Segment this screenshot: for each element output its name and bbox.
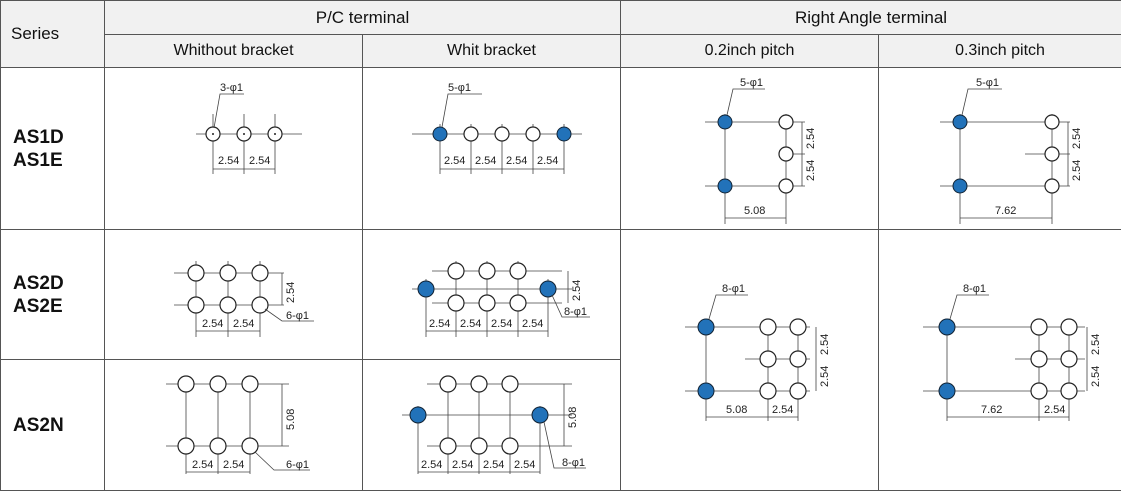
series-label: AS2E	[13, 295, 63, 317]
dimension-label: 2.54	[819, 334, 831, 355]
pitch-03-header: 0.3inch pitch	[877, 34, 1121, 68]
hole-count-label: 5-φ1	[976, 77, 999, 89]
dimension-label: 2.54	[285, 281, 297, 302]
series-label: AS1D	[13, 126, 64, 148]
drawing-as1-with-bracket: 5-φ1 2.54 2.54 2.54 2.54	[362, 67, 621, 230]
dimension-label: 5.08	[285, 409, 297, 430]
with-bracket-header: Whit bracket	[362, 34, 621, 68]
dimension-label: 2.54	[483, 459, 504, 471]
drawing-as1-right-angle-03: 5-φ1 2.54 2.54 7.62	[877, 67, 1121, 230]
drawing-as2-with-bracket: 2.54 2.54 2.54 2.54 2.54 8-φ1	[362, 229, 621, 360]
dimension-label: 2.54	[491, 318, 512, 330]
hole-count-label: 8-φ1	[722, 283, 745, 295]
dimension-label: 2.54	[421, 459, 442, 471]
hole-count-label: 8-φ1	[963, 283, 986, 295]
dimension-label: 2.54	[514, 459, 535, 471]
dimension-label: 2.54	[429, 318, 450, 330]
dimension-label: 2.54	[522, 318, 543, 330]
series-header: Series	[0, 0, 105, 68]
pc-terminal-header: P/C terminal	[104, 0, 621, 35]
hole-count-label: 6-φ1	[286, 310, 309, 322]
hole-count-label: 6-φ1	[286, 459, 309, 471]
dimension-label: 2.54	[506, 155, 527, 167]
dimension-label: 2.54	[452, 459, 473, 471]
dimension-label: 2.54	[805, 127, 817, 148]
pcb-hole-diagram: 8-φ1 2.54 2.54 5.08 2.54	[684, 283, 831, 421]
dimension-label: 2.54	[819, 366, 831, 387]
without-bracket-header: Whithout bracket	[104, 34, 363, 68]
drawing-as2-right-angle-02: 8-φ1 2.54 2.54 5.08 2.54	[620, 229, 879, 491]
drawing-as2-without-bracket: 2.54 2.54 2.54 6-φ1	[104, 229, 363, 360]
pcb-hole-diagram: 3-φ1 2.54 2.54	[195, 82, 302, 174]
dimension-label: 2.54	[1071, 127, 1083, 148]
series-label: AS2N	[13, 414, 64, 436]
drawing-as1-without-bracket: 3-φ1 2.54 2.54	[104, 67, 363, 230]
pitch-02-header: 0.2inch pitch	[620, 34, 879, 68]
drawing-as2n-with-bracket: 5.08 2.54 2.54 2.54 2.54 8-φ1	[362, 359, 621, 491]
dimension-label: 2.54	[1090, 366, 1102, 387]
dimension-label: 2.54	[233, 318, 254, 330]
right-angle-terminal-header: Right Angle terminal	[619, 0, 1121, 35]
pcb-hole-diagram: 5.08 2.54 2.54 2.54 2.54 8-φ1	[401, 375, 586, 474]
pcb-hole-diagram: 2.54 2.54 2.54 2.54 2.54 8-φ1	[411, 260, 590, 337]
drawing-as1-right-angle-02: 5-φ1 2.54 2.54 5.08	[620, 67, 879, 230]
dimension-label: 2.54	[444, 155, 465, 167]
series-as2n: AS2N	[0, 359, 105, 491]
dimension-label: 2.54	[460, 318, 481, 330]
pcb-hole-diagram: 5-φ1 2.54 2.54 2.54 2.54	[411, 82, 582, 174]
hole-count-label: 8-φ1	[564, 306, 587, 318]
dimension-label: 2.54	[192, 459, 213, 471]
dimension-label: 2.54	[223, 459, 244, 471]
hole-count-label: 5-φ1	[448, 82, 471, 94]
drawing-as2n-without-bracket: 5.08 2.54 2.54 6-φ1	[104, 359, 363, 491]
drawing-as2-right-angle-03: 8-φ1 2.54 2.54 7.62 2.54	[877, 229, 1121, 491]
pcb-hole-diagram: 8-φ1 2.54 2.54 7.62 2.54	[923, 283, 1102, 421]
pcb-hole-diagram: 5-φ1 2.54 2.54 5.08	[704, 77, 817, 224]
dimension-label: 7.62	[981, 404, 1002, 416]
hole-count-label: 5-φ1	[740, 77, 763, 89]
dimension-label: 2.54	[475, 155, 496, 167]
dimension-label: 2.54	[805, 159, 817, 180]
series-label: AS1E	[13, 149, 63, 171]
pcb-hole-diagram: 5.08 2.54 2.54 6-φ1	[165, 375, 310, 474]
series-as1: AS1D AS1E	[0, 67, 105, 230]
pcb-hole-diagram: 2.54 2.54 2.54 6-φ1	[173, 260, 314, 337]
dimension-label: 2.54	[537, 155, 558, 167]
hole-count-label: 8-φ1	[562, 457, 585, 469]
dimension-label: 2.54	[249, 155, 270, 167]
dimension-label: 5.08	[744, 205, 765, 217]
hole-count-label: 3-φ1	[220, 82, 243, 94]
dimension-label: 2.54	[571, 279, 583, 300]
dimension-label: 2.54	[772, 404, 793, 416]
dimension-label: 5.08	[567, 407, 579, 428]
series-label: AS2D	[13, 272, 64, 294]
dimension-label: 7.62	[995, 205, 1016, 217]
dimension-label: 2.54	[1090, 334, 1102, 355]
dimension-label: 2.54	[1044, 404, 1065, 416]
series-as2: AS2D AS2E	[0, 229, 105, 360]
pcb-hole-diagram: 5-φ1 2.54 2.54 7.62	[940, 77, 1083, 224]
dimension-label: 2.54	[1071, 159, 1083, 180]
dimension-label: 2.54	[202, 318, 223, 330]
dimension-label: 2.54	[218, 155, 239, 167]
dimension-label: 5.08	[726, 404, 747, 416]
